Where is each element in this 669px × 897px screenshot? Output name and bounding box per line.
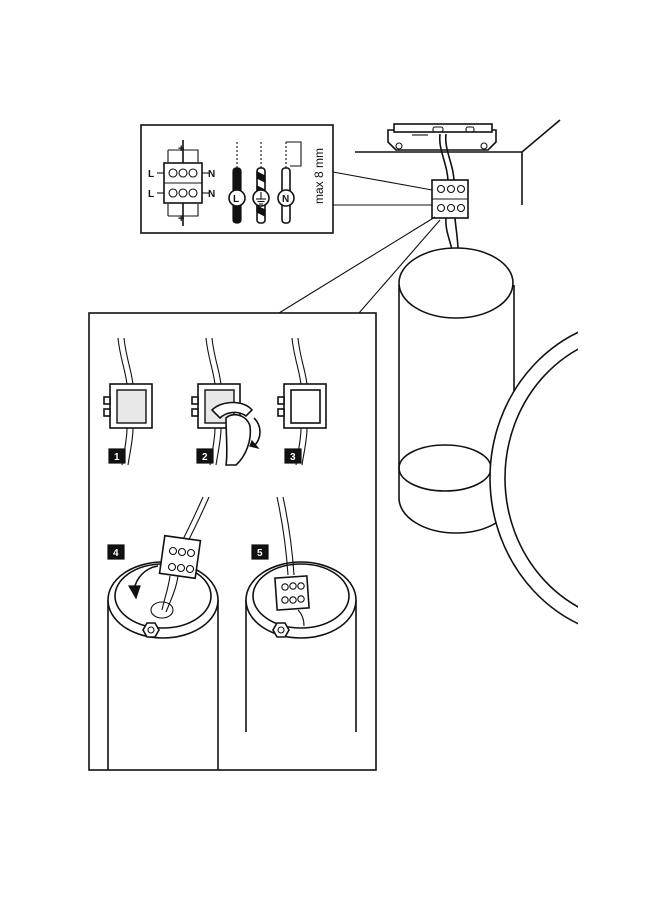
step-1-illustration: 1 — [103, 337, 153, 466]
luminaire-wires — [445, 217, 459, 251]
wiring-inset: + + L L N N L — [140, 124, 433, 234]
step-4-illustration: 4 — [107, 496, 219, 770]
terminal-label-l-bottom: L — [148, 189, 154, 200]
terminal-label-l-top: L — [148, 169, 154, 180]
steps-panel: 1 2 — [88, 312, 377, 771]
step-5-illustration: 5 — [245, 496, 357, 732]
strip-length-indicator: max 8 mm — [286, 141, 326, 204]
terminal-diagram: + + L L N N — [148, 140, 215, 226]
strip-length-label: max 8 mm — [312, 148, 326, 204]
callout-lines — [278, 216, 441, 314]
main-terminal-block — [431, 179, 469, 219]
ceiling-corner — [355, 119, 561, 205]
step-1-number: 1 — [114, 452, 120, 463]
live-wire: L — [228, 142, 246, 224]
supply-cable — [438, 133, 455, 183]
step-2-illustration: 2 — [191, 337, 261, 466]
plus-top: + — [178, 143, 184, 155]
step-4-number: 4 — [113, 548, 119, 559]
ground-icon — [256, 192, 266, 205]
step-3-number: 3 — [290, 452, 296, 463]
step-2-number: 2 — [202, 452, 208, 463]
terminal-label-n-bottom: N — [208, 189, 215, 200]
plus-bottom: + — [178, 213, 184, 225]
mounting-bracket — [387, 123, 497, 151]
luminaire — [398, 247, 669, 660]
terminal-label-n-top: N — [208, 169, 215, 180]
neutral-wire: N — [277, 142, 295, 224]
neutral-wire-symbol: N — [282, 194, 289, 205]
live-wire-symbol: L — [233, 194, 239, 205]
earth-wire — [252, 142, 270, 224]
step-3-illustration: 3 — [277, 337, 327, 466]
step-5-number: 5 — [257, 548, 263, 559]
